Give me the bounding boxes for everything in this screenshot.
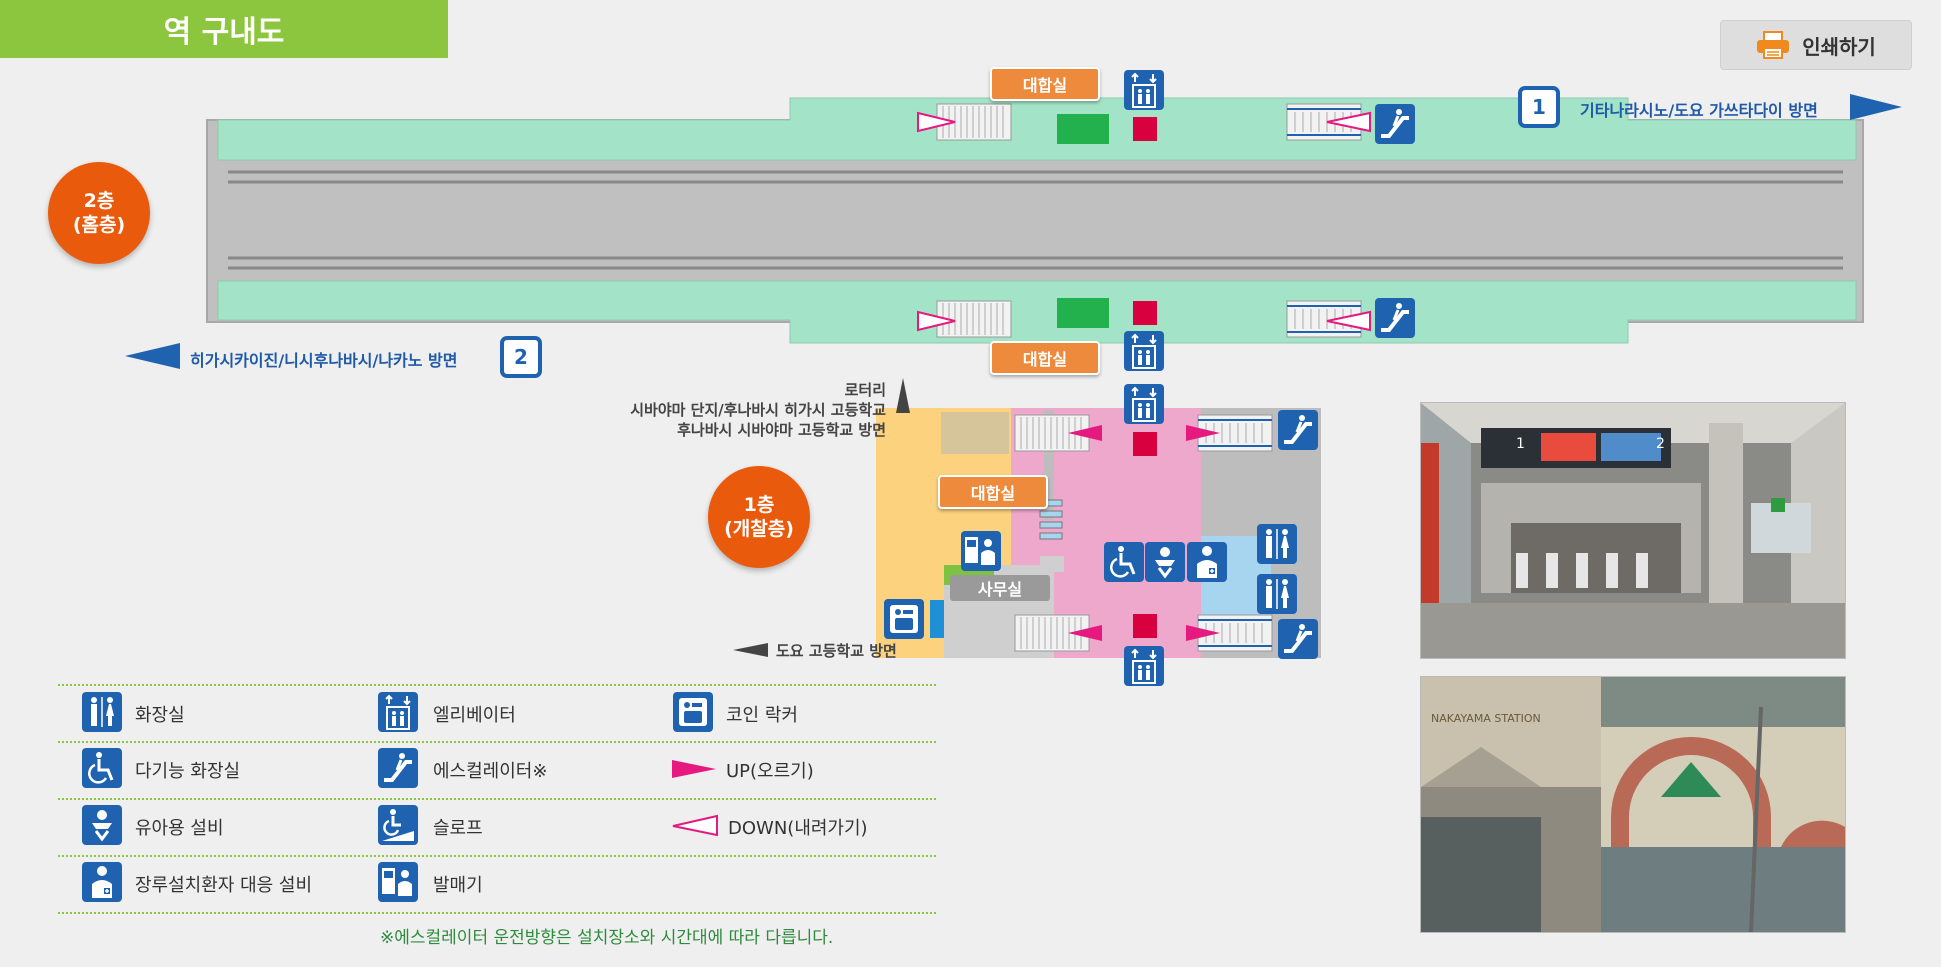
legend-escalator: 에스컬레이터※ [433, 761, 548, 782]
ticket-machine-icon [378, 862, 418, 902]
baby-icon [82, 805, 122, 845]
ticket-gate-photo: 1 2 [1420, 402, 1846, 659]
floor-badge-2f-line1: 2층 [83, 190, 115, 212]
station-exterior-photo: NAKAYAMA STATION [1420, 676, 1846, 933]
escalator-icon [378, 748, 418, 788]
toilet-icon [82, 692, 122, 732]
baby-icon [1145, 542, 1185, 582]
exit-south-direction: 도요 고등학교 방면 [776, 642, 897, 660]
elevator-icon [1124, 331, 1164, 371]
track-2-direction: 히가시카이진/니시후나바시/나카노 방면 [190, 351, 458, 370]
legend-divider [58, 798, 936, 800]
exit-north-direction: 로터리 시바야마 단지/후나바시 히가시 고등학교 후나바시 시바야마 고등학교… [540, 380, 886, 440]
floor-badge-2f-line2: (홈층) [72, 214, 126, 236]
legend-ostomy: 장루설치환자 대응 설비 [135, 875, 313, 896]
print-button[interactable]: 인쇄하기 [1720, 20, 1912, 70]
floor-badge-1f-line2: (개찰층) [724, 518, 794, 540]
station-sign-text: NAKAYAMA STATION [1431, 712, 1541, 725]
arrow-right-icon [1850, 94, 1902, 120]
wheelchair-icon [82, 748, 122, 788]
wheelchair-icon [1104, 542, 1144, 582]
floor-badge-1f: 1층 (개찰층) [708, 466, 810, 568]
coin-locker-icon [884, 599, 924, 639]
legend-divider [58, 741, 936, 743]
legend-divider [58, 855, 936, 857]
legend-divider [58, 684, 936, 686]
track-2-badge: 2 [500, 336, 542, 378]
page-title: 역 구내도 [0, 0, 448, 58]
elevator-icon [1124, 646, 1164, 686]
elevator-icon [1124, 384, 1164, 424]
legend-toilet: 화장실 [135, 705, 185, 726]
legend-multi-toilet: 다기능 화장실 [135, 761, 241, 782]
escalator-icon [1375, 298, 1415, 338]
floor-badge-2f: 2층 (홈층) [48, 162, 150, 264]
legend-slope: 슬로프 [433, 818, 483, 839]
coin-locker-icon [673, 692, 713, 732]
arrow-left-icon [125, 343, 180, 369]
exit-north-line1: 로터리 [844, 381, 886, 399]
office-label: 사무실 [950, 575, 1050, 601]
board-1-label: 1 [1516, 436, 1525, 452]
track-1-badge: 1 [1518, 86, 1560, 128]
toilet-icon [1257, 574, 1297, 614]
legend-baby: 유아용 설비 [135, 818, 224, 839]
escalator-icon [1375, 104, 1415, 144]
track-1-direction: 기타나라시노/도요 가쓰타다이 방면 [1580, 101, 1818, 120]
escalator-icon [1278, 619, 1318, 659]
legend-elevator: 엘리베이터 [433, 705, 516, 726]
elevator-icon [378, 692, 418, 732]
legend-coin-locker: 코인 락커 [726, 705, 798, 726]
exit-north-line3: 후나바시 시바야마 고등학교 방면 [677, 421, 886, 439]
escalator-icon [1278, 410, 1318, 450]
ticket-machine-icon [961, 531, 1001, 571]
slope-icon [378, 805, 418, 845]
down-arrow-icon [673, 816, 717, 835]
up-arrow-icon [672, 760, 716, 778]
legend-divider [58, 912, 936, 914]
waiting-room-label-bottom: 대합실 [990, 341, 1100, 375]
elevator-icon [1124, 70, 1164, 110]
legend-down: DOWN(내려가기) [728, 818, 868, 839]
exit-north-line2: 시바야마 단지/후나바시 히가시 고등학교 [630, 401, 886, 419]
print-label: 인쇄하기 [1802, 34, 1876, 59]
escalator-note: ※에스컬레이터 운전방향은 설치장소와 시간대에 따라 다릅니다. [380, 928, 834, 948]
waiting-room-label-top: 대합실 [990, 67, 1100, 101]
legend-ticket-machine: 발매기 [433, 875, 483, 896]
waiting-room-label-concourse: 대합실 [938, 475, 1048, 509]
ostomy-icon [82, 862, 122, 902]
legend-up: UP(오르기) [726, 761, 814, 782]
toilet-icon [1257, 524, 1297, 564]
board-2-label: 2 [1656, 436, 1665, 452]
ostomy-icon [1187, 542, 1227, 582]
floor-badge-1f-line1: 1층 [743, 494, 775, 516]
printer-icon [1757, 31, 1790, 59]
